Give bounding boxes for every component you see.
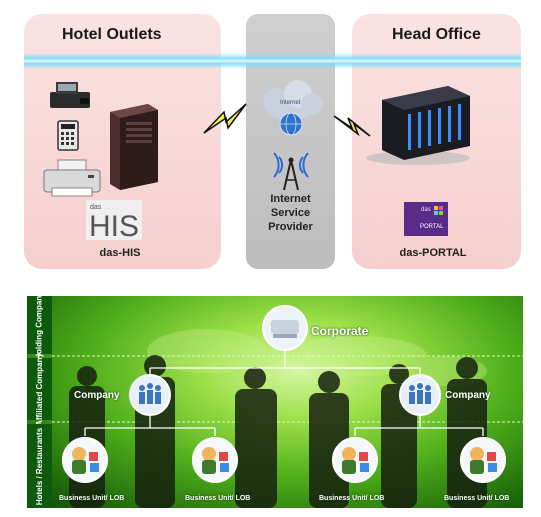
svg-text:das: das <box>90 204 102 211</box>
business-unit-label: Business Unit/ LOB <box>185 495 251 502</box>
business-unit-node-icon <box>192 437 238 483</box>
keypad-icon <box>57 120 79 151</box>
antenna-tower-icon <box>273 152 309 191</box>
company-label-right: Company <box>445 390 491 401</box>
das-portal-logo: das PORTAL <box>404 202 448 236</box>
das-portal-label: das-PORTAL <box>399 247 467 259</box>
hierarchy-connectors <box>84 348 484 436</box>
business-unit-node-icon <box>460 437 506 483</box>
corporate-node-icon <box>262 305 308 351</box>
head-office-title: Head Office <box>392 26 481 43</box>
business-unit-label: Business Unit/ LOB <box>444 495 510 502</box>
svg-text:HIS: HIS <box>89 210 139 243</box>
company-label-left: Company <box>74 390 120 401</box>
isp-label: Internet Service Provider <box>268 193 313 233</box>
das-his-label: das-HIS <box>99 247 141 259</box>
business-unit-label: Business Unit/ LOB <box>319 495 385 502</box>
server-tower-icon <box>110 104 158 190</box>
business-unit-node-icon <box>62 437 108 483</box>
svg-text:das: das <box>421 207 431 213</box>
row-label-hotels-restaurants: Hotels / Restaurants <box>27 424 52 508</box>
lightning-bolt-icon <box>333 115 371 137</box>
lightning-bolt-icon <box>203 103 247 134</box>
svg-text:Internet: Internet <box>280 100 301 106</box>
printer-icon <box>43 159 101 197</box>
business-unit-label: Business Unit/ LOB <box>59 495 125 502</box>
row-label-affiliated-company: Affiliated Company <box>27 353 52 425</box>
cash-register-icon <box>50 82 90 108</box>
business-unit-node-icon <box>332 437 378 483</box>
hotel-outlets-title: Hotel Outlets <box>62 26 162 43</box>
cloud-icon: Internet <box>264 80 323 120</box>
server-rack-icon <box>366 86 470 165</box>
company-node-icon <box>129 374 171 416</box>
network-diagram: Hotel Outlets Head Office <box>24 14 521 269</box>
das-his-logo: das HIS <box>86 200 142 243</box>
globe-icon <box>279 112 303 136</box>
company-node-icon <box>399 374 441 416</box>
row-label-holding-company: Holding Company <box>27 296 52 359</box>
connection-light-beam <box>24 53 521 69</box>
org-structure-diagram: Holding Company Affiliated Company Hotel… <box>27 296 523 508</box>
svg-text:PORTAL: PORTAL <box>420 224 444 230</box>
corporate-label: Corporate <box>311 324 369 338</box>
